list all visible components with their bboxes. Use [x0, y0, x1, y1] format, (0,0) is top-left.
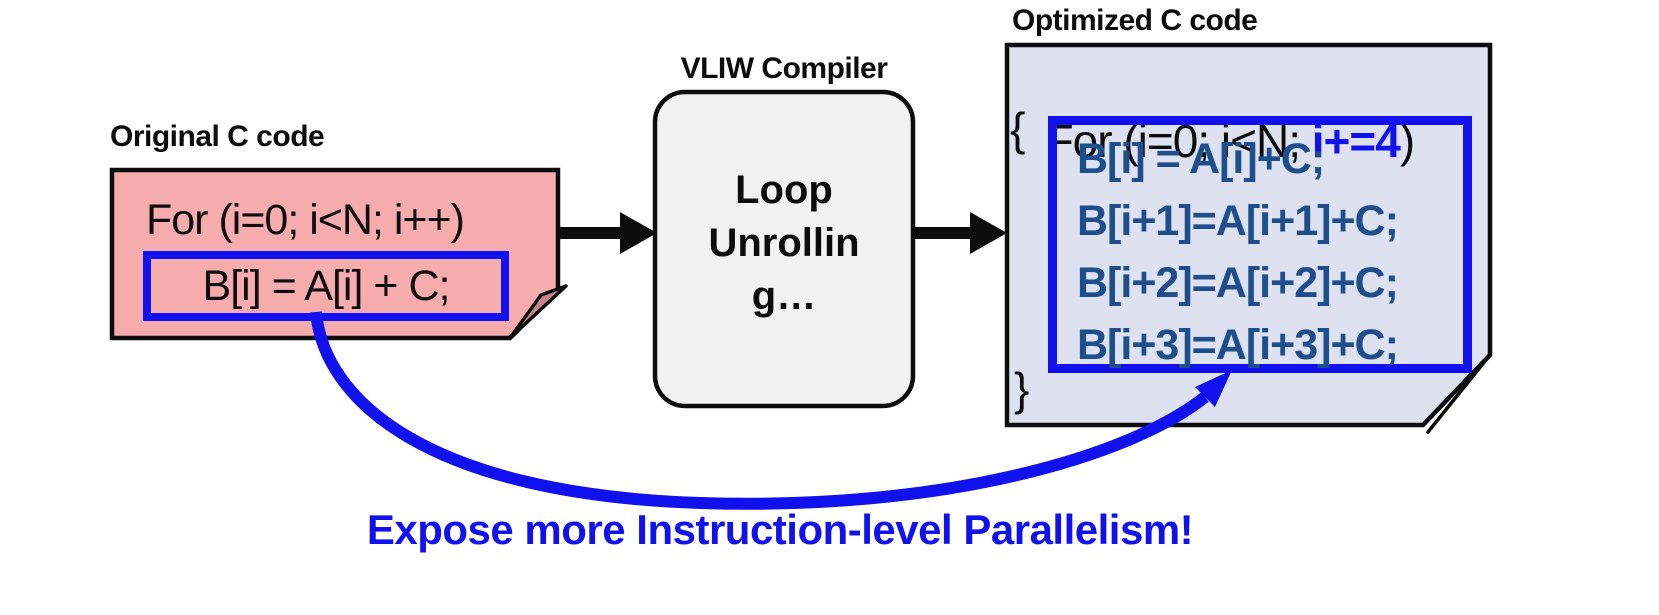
original-loop-body: B[i] = A[i] + C;: [202, 261, 451, 310]
original-loop-header: For (i=0; i<N; i++): [146, 196, 465, 244]
compiler-label-line: Loop: [735, 168, 833, 212]
optimized-close-brace: }: [1014, 363, 1030, 415]
optimized-note-fold-icon: [1426, 353, 1492, 434]
original-note-fold-icon: [508, 284, 568, 340]
original-code-title: Original C code: [110, 120, 325, 153]
optimized-body-line: B[i+1]=A[i+1]+C;: [1077, 197, 1399, 245]
compiler-label: Loop Unrollin g…: [655, 164, 913, 323]
original-loop-body-highlight-box: B[i] = A[i] + C;: [143, 251, 509, 321]
caption-text: Expose more Instruction-level Parallelis…: [366, 506, 1194, 553]
optimized-body-line: B[i+3]=A[i+3]+C;: [1077, 321, 1399, 369]
flow-arrow-compiler-to-optimized-icon: [913, 212, 1007, 254]
optimized-open-brace: {: [1010, 103, 1026, 155]
compiler-label-line: Unrollin: [708, 221, 860, 265]
flow-arrow-original-to-compiler-icon: [558, 212, 657, 254]
optimized-body-highlight-box: B[i] = A[i]+C; B[i+1]=A[i+1]+C; B[i+2]=A…: [1048, 116, 1472, 373]
optimized-note-shape: [1004, 42, 1493, 428]
optimized-loop-header-suffix: ): [1399, 115, 1415, 167]
optimized-body-line: B[i] = A[i]+C;: [1077, 135, 1325, 183]
compiler-title: VLIW Compiler: [680, 52, 888, 85]
optimized-code-title: Optimized C code: [1012, 4, 1258, 37]
optimized-body-line: B[i+2]=A[i+2]+C;: [1077, 259, 1399, 307]
unroll-mapping-arrow-icon: [310, 311, 1232, 510]
compiler-box-shape: [652, 89, 916, 409]
compiler-label-line: g…: [751, 274, 817, 318]
